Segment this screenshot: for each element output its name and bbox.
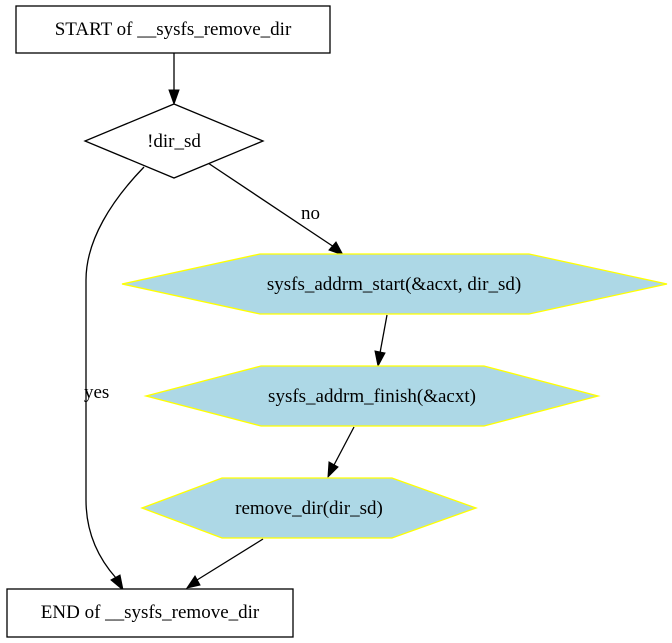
addrm-finish-shape (143, 365, 601, 427)
decision-node: !dir_sd (83, 103, 265, 179)
addrm-start-node: sysfs_addrm_start(&acxt, dir_sd) (121, 253, 668, 315)
remove-dir-shape (140, 477, 478, 539)
end-node-label: END of __sysfs_remove_dir (41, 602, 260, 623)
end-node: END of __sysfs_remove_dir (6, 588, 294, 638)
edge-decision-to-addrm-start (207, 162, 345, 256)
decision-node-label: !dir_sd (147, 131, 201, 152)
remove-dir-node-label: remove_dir(dir_sd) (235, 498, 383, 519)
addrm-finish-node-label: sysfs_addrm_finish(&acxt) (268, 386, 476, 407)
remove-dir-node: remove_dir(dir_sd) (140, 477, 478, 539)
edge-start-to-decision (168, 53, 180, 106)
edge-label-yes: yes (84, 382, 109, 403)
addrm-finish-node: sysfs_addrm_finish(&acxt) (143, 365, 601, 427)
edge-addrm-start-to-addrm-finish (374, 314, 388, 368)
addrm-start-node-label: sysfs_addrm_start(&acxt, dir_sd) (267, 274, 521, 295)
edge-remove-dir-to-end (185, 538, 264, 589)
start-node: START of __sysfs_remove_dir (15, 5, 331, 54)
edge-addrm-finish-to-remove-dir (327, 426, 355, 479)
start-node-label: START of __sysfs_remove_dir (55, 19, 292, 40)
edge-label-no: no (301, 203, 320, 224)
edge-decision-to-end (85, 166, 145, 592)
addrm-start-shape (121, 253, 668, 315)
